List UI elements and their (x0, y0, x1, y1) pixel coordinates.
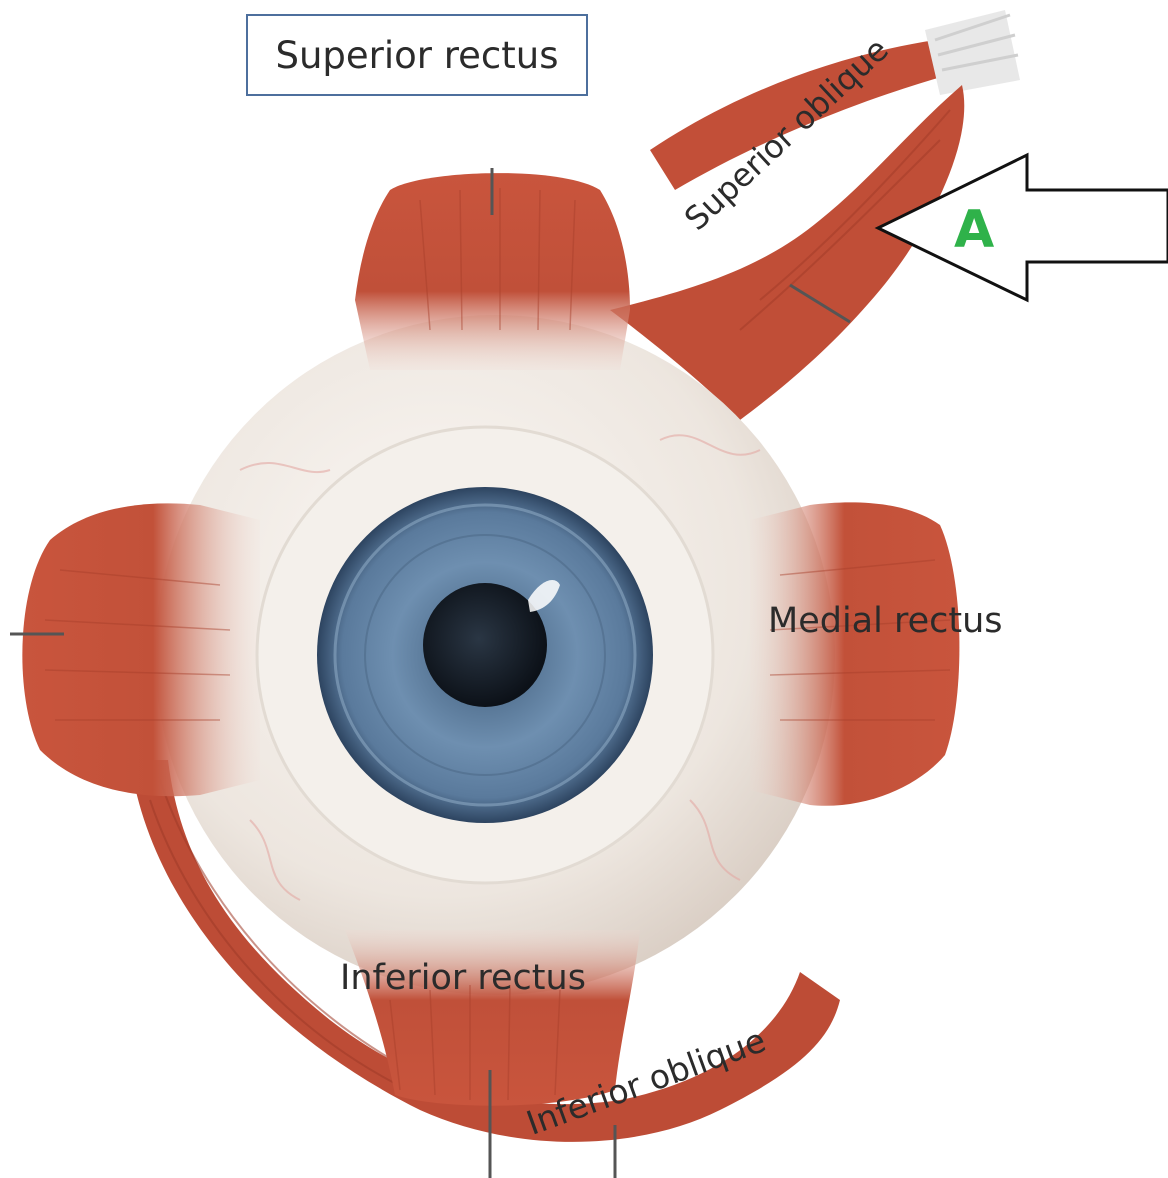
lateral-rectus-muscle (22, 503, 260, 796)
medial-rectus-label: Medial rectus (768, 604, 1003, 639)
inferior-rectus-label: Inferior rectus (340, 961, 586, 996)
trochlea-tendon (925, 10, 1020, 95)
marker-letter: A (954, 200, 994, 260)
medial-rectus-muscle (750, 502, 959, 805)
superior-rectus-label: Superior rectus (275, 34, 558, 77)
superior-rectus-label-box: Superior rectus (246, 14, 588, 96)
